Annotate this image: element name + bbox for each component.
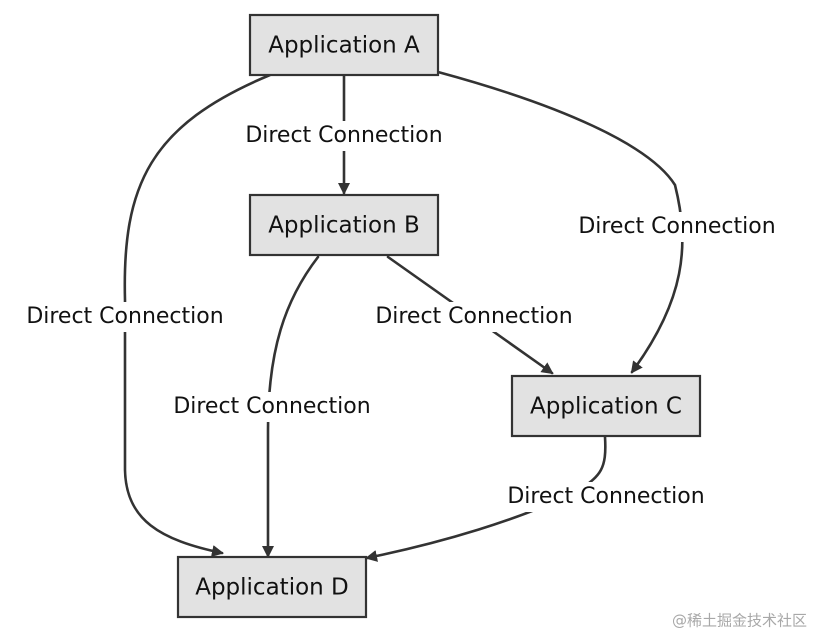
edge-label-background: [358, 302, 590, 332]
node-label: Application B: [268, 213, 420, 239]
edge-label-background: [156, 392, 388, 422]
edge-label-text: Direct Connection: [173, 394, 370, 419]
edge-label-background: [228, 121, 460, 151]
edge-label-background: [561, 212, 793, 242]
edge-label-text: Direct Connection: [375, 304, 572, 329]
node-label: Application A: [268, 33, 420, 59]
edge-label-text: Direct Connection: [245, 123, 442, 148]
nodes: Application A Application B Application …: [176, 13, 702, 619]
edge-label-text: Direct Connection: [507, 484, 704, 509]
edge-label-b-to-c: Direct Connection: [358, 302, 590, 332]
node-label: Application C: [530, 394, 682, 420]
edge-label-background: [10, 302, 242, 332]
edge-a-to-d: [123, 73, 272, 557]
edge-label-a-to-b: Direct Connection: [228, 121, 460, 151]
edge-label-background: [490, 482, 722, 512]
node-label: Application D: [195, 575, 349, 601]
node-box: [176, 555, 368, 619]
edge-label-text: Direct Connection: [578, 214, 775, 239]
node-application-a: Application A: [248, 13, 440, 77]
edge-label-a-to-d: Direct Connection: [10, 302, 242, 332]
edge-label-c-to-d: Direct Connection: [490, 482, 722, 512]
node-application-c: Application C: [510, 374, 702, 438]
watermark-text: @稀土掘金技术社区: [672, 612, 807, 630]
node-box: [510, 374, 702, 438]
edge-label-a-to-c: Direct Connection: [561, 212, 793, 242]
edge-label-b-to-d: Direct Connection: [156, 392, 388, 422]
node-box: [248, 13, 440, 77]
node-application-b: Application B: [248, 193, 440, 257]
node-box: [248, 193, 440, 257]
edge-a-to-c: [436, 70, 684, 374]
edge-labels: Direct Connection Direct Connection Dire…: [10, 121, 793, 512]
edge-label-text: Direct Connection: [26, 304, 223, 329]
node-application-d: Application D: [176, 555, 368, 619]
